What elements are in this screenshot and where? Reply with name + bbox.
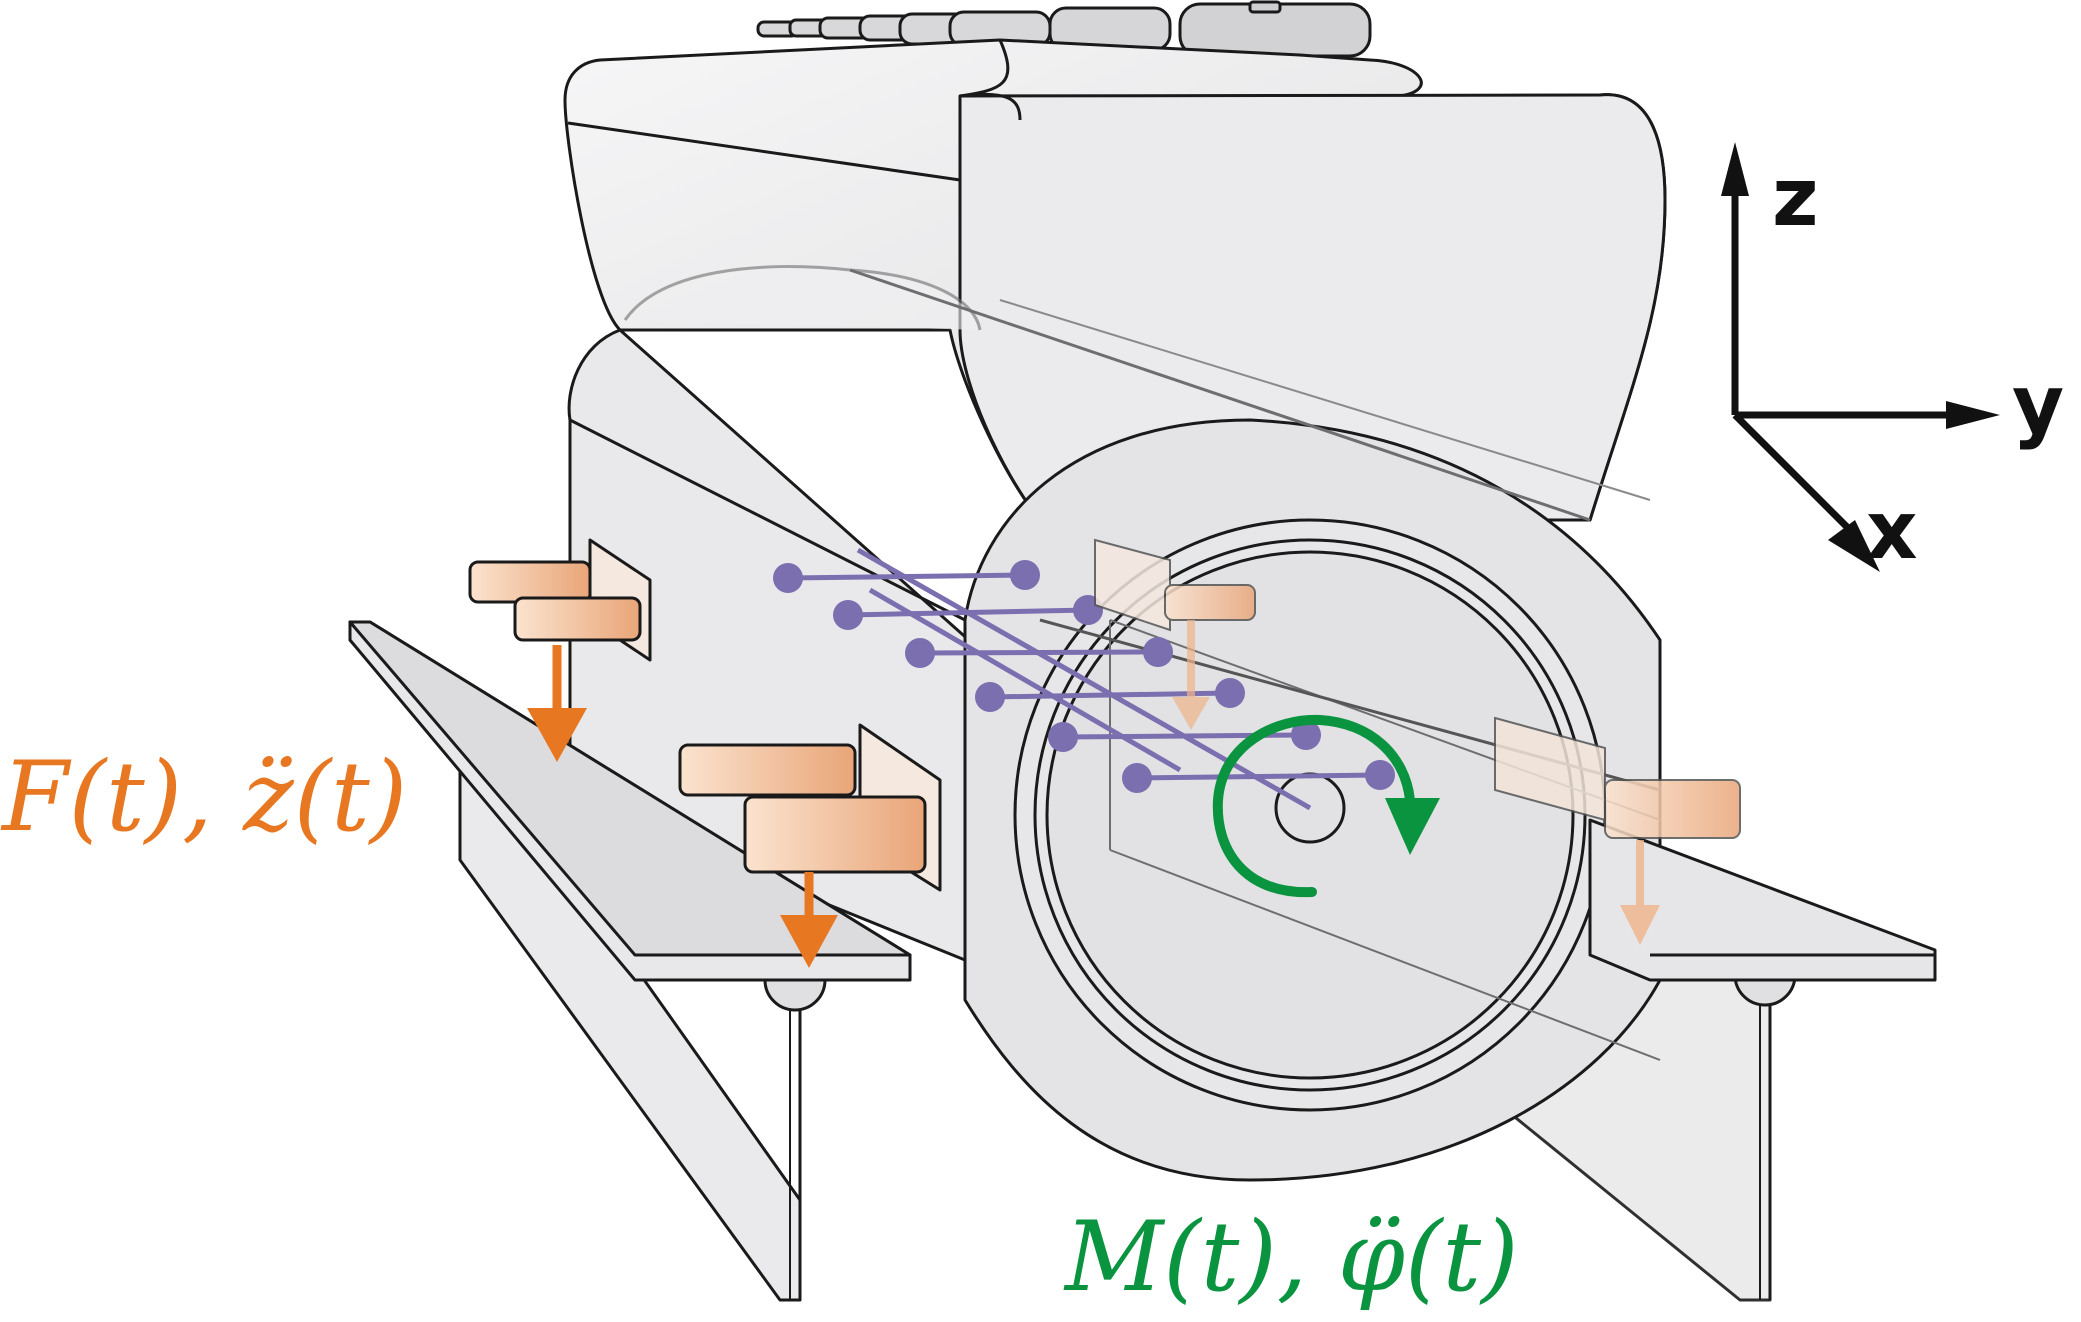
- pad-right-lower: [1494, 716, 1741, 839]
- spring-diagonal-2: [868, 587, 1182, 773]
- spring-node-5-b: [1291, 720, 1321, 750]
- x-arrowhead: [1828, 520, 1880, 572]
- left-support-foot: [763, 979, 827, 1012]
- circular-arrow-clockwise-icon: [1212, 714, 1440, 898]
- spring-node-3-a: [905, 638, 935, 668]
- spring-node-1-a: [773, 563, 803, 593]
- drum-upper-line: [999, 299, 1651, 501]
- cab-front-shadow: [959, 92, 1022, 121]
- x-axis: [1732, 412, 1863, 543]
- z-arrowhead: [1721, 142, 1749, 196]
- spring-node-6-a: [1122, 763, 1152, 793]
- arrow-down-icon: [1620, 840, 1660, 945]
- roof-vents: [756, 0, 1372, 58]
- moment-label: M(t), φ̈(t): [1063, 1201, 1519, 1313]
- left-plate-slab: [348, 620, 912, 982]
- z-axis-label: z: [1772, 151, 1819, 244]
- spring-node-1-b: [1010, 560, 1040, 590]
- spring-node-2-a: [833, 600, 863, 630]
- pad-left-lower: [678, 723, 942, 892]
- spring-links: [773, 547, 1395, 811]
- right-plate: [1588, 818, 1937, 982]
- y-axis-label: y: [2012, 358, 2064, 451]
- arrow-down-icon: [527, 645, 587, 762]
- inner-frame-bottom: [1109, 849, 1661, 1061]
- force-label: F(t), z̈(t): [0, 741, 407, 853]
- spring-node-4-b: [1215, 678, 1245, 708]
- cab-front: [958, 93, 1667, 522]
- x-axis-label: x: [1866, 484, 1918, 577]
- pad-right-upper: [1094, 538, 1256, 632]
- right-support-foot: [1733, 974, 1797, 1007]
- pad-left-upper: [468, 538, 652, 662]
- spring-node-5-a: [1048, 722, 1078, 752]
- spring-node-3-b: [1143, 637, 1173, 667]
- spring-diagonal-1: [856, 547, 1312, 811]
- roof-line: [567, 121, 961, 182]
- spring-node-4-a: [975, 682, 1005, 712]
- coordinate-axes: z y x: [1721, 142, 2064, 577]
- force-arrows: [527, 620, 1660, 968]
- y-arrowhead: [1946, 401, 2000, 429]
- right-plate-slab: [1588, 818, 1937, 982]
- spring-node-6-b: [1365, 760, 1395, 790]
- arrow-down-icon: [1172, 620, 1210, 730]
- arrow-down-icon: [780, 872, 838, 968]
- contact-pads: [468, 538, 1741, 892]
- drum-top-line: [849, 268, 1591, 522]
